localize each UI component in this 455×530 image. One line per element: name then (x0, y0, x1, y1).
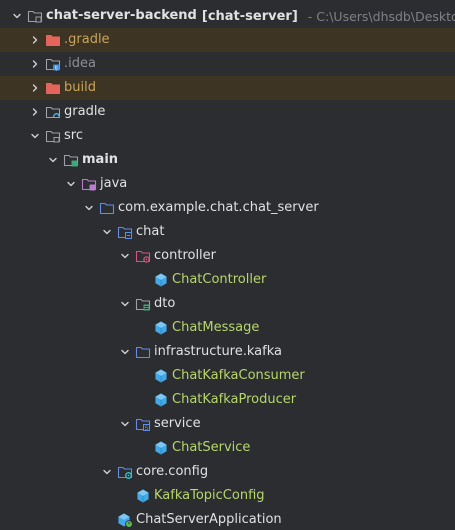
java-class-icon (153, 368, 169, 384)
java-class-icon (135, 488, 151, 504)
tree-row-label: ChatKafkaProducer (172, 392, 297, 407)
tree-row-label: ChatService (172, 440, 251, 455)
gradle-folder-icon (45, 104, 61, 120)
tree-row-label: .idea (64, 56, 96, 71)
tree-row-label: dto (154, 296, 176, 311)
tree-row-label: com.example.chat.chat_server (118, 200, 319, 215)
config-package-icon (117, 464, 133, 480)
folder-icon (45, 128, 61, 144)
chevron-down-icon[interactable] (100, 460, 114, 484)
tree-row-root[interactable]: chat-server-backend [chat-server] - C:\Use… (0, 4, 455, 28)
tree-row-pkg-root[interactable]: com.example.chat.chat_server (0, 196, 455, 220)
java-class-icon (153, 272, 169, 288)
chevron-down-icon[interactable] (118, 292, 132, 316)
package-module-icon (117, 224, 133, 240)
java-class-icon (153, 392, 169, 408)
tree-indent-spacer (100, 508, 114, 530)
tree-row-ChatKafkaConsumer[interactable]: ChatKafkaConsumer (0, 364, 455, 388)
tree-indent-spacer (136, 316, 150, 340)
tree-row-java[interactable]: java (0, 172, 455, 196)
tree-row-dto[interactable]: dto (0, 292, 455, 316)
chevron-right-icon[interactable] (28, 100, 42, 124)
tree-row-label: ChatKafkaConsumer (172, 368, 305, 383)
chevron-down-icon[interactable] (10, 4, 24, 28)
tree-row-infra[interactable]: infrastructure.kafka (0, 340, 455, 364)
controller-package-icon (135, 248, 151, 264)
module-name-label: [chat-server] (201, 8, 298, 24)
tree-row-label: .gradle (64, 32, 110, 47)
tree-row-label: KafkaTopicConfig (154, 488, 265, 503)
spring-app-class-icon (117, 512, 133, 528)
tree-row-label: build (64, 80, 96, 95)
tree-indent-spacer (136, 388, 150, 412)
tree-row-build[interactable]: build (0, 76, 455, 100)
tree-row-label: controller (154, 248, 217, 263)
chevron-down-icon[interactable] (64, 172, 78, 196)
java-source-root-icon (81, 176, 97, 192)
tree-row-ChatServerApplication[interactable]: ChatServerApplication (0, 508, 455, 530)
source-set-folder-icon (63, 152, 79, 168)
svg-text:IJ: IJ (55, 66, 58, 72)
chevron-down-icon[interactable] (46, 148, 60, 172)
chevron-down-icon[interactable] (118, 340, 132, 364)
tree-row-main[interactable]: main (0, 148, 455, 172)
project-path-label: - C:\Users\dhsdb\Desktop\chat (307, 8, 455, 24)
java-class-icon (153, 440, 169, 456)
tree-row-chat[interactable]: chat (0, 220, 455, 244)
tree-row-label: chat (136, 224, 165, 239)
chevron-right-icon[interactable] (28, 52, 42, 76)
dto-package-icon (135, 296, 151, 312)
tree-row-label: ChatMessage (172, 320, 260, 335)
chevron-right-icon[interactable] (28, 76, 42, 100)
chevron-down-icon[interactable] (28, 124, 42, 148)
tree-row-label: core.config (136, 464, 209, 479)
tree-row-label: main (82, 152, 119, 167)
tree-indent-spacer (118, 484, 132, 508)
tree-row-gradle-hidden[interactable]: .gradle (0, 28, 455, 52)
chevron-down-icon[interactable] (118, 412, 132, 436)
tree-row-label: java (100, 176, 128, 191)
tree-row-label: chat-server-backend (46, 8, 197, 23)
chevron-down-icon[interactable] (100, 220, 114, 244)
tree-row-label: ChatServerApplication (136, 512, 282, 527)
tree-indent-spacer (136, 364, 150, 388)
java-class-icon (153, 320, 169, 336)
tree-indent-spacer (136, 268, 150, 292)
tree-row-idea[interactable]: IJ .idea (0, 52, 455, 76)
idea-folder-icon: IJ (45, 56, 61, 72)
excluded-folder-icon (45, 32, 61, 48)
tree-row-label: ChatController (172, 272, 267, 287)
tree-row-label: infrastructure.kafka (154, 344, 282, 359)
tree-row-ChatMessage[interactable]: ChatMessage (0, 316, 455, 340)
excluded-folder-icon (45, 80, 61, 96)
tree-row-KafkaTopicConfig[interactable]: KafkaTopicConfig (0, 484, 455, 508)
chevron-down-icon[interactable] (82, 196, 96, 220)
tree-row-gradle[interactable]: gradle (0, 100, 455, 124)
chevron-right-icon[interactable] (28, 28, 42, 52)
tree-row-label: service (154, 416, 201, 431)
service-package-icon: S (135, 416, 151, 432)
chevron-down-icon[interactable] (118, 244, 132, 268)
svg-text:S: S (145, 425, 149, 432)
tree-row-controller[interactable]: controller (0, 244, 455, 268)
tree-row-label: gradle (64, 104, 106, 119)
package-folder-icon (135, 344, 151, 360)
tree-indent-spacer (136, 436, 150, 460)
tree-row-src[interactable]: src (0, 124, 455, 148)
module-folder-icon (27, 8, 43, 24)
tree-row-ChatKafkaProducer[interactable]: ChatKafkaProducer (0, 388, 455, 412)
tree-row-core-config[interactable]: core.config (0, 460, 455, 484)
tree-row-ChatService[interactable]: ChatService (0, 436, 455, 460)
tree-row-ChatController[interactable]: ChatController (0, 268, 455, 292)
tree-row-label: src (64, 128, 83, 143)
package-folder-icon (99, 200, 115, 216)
